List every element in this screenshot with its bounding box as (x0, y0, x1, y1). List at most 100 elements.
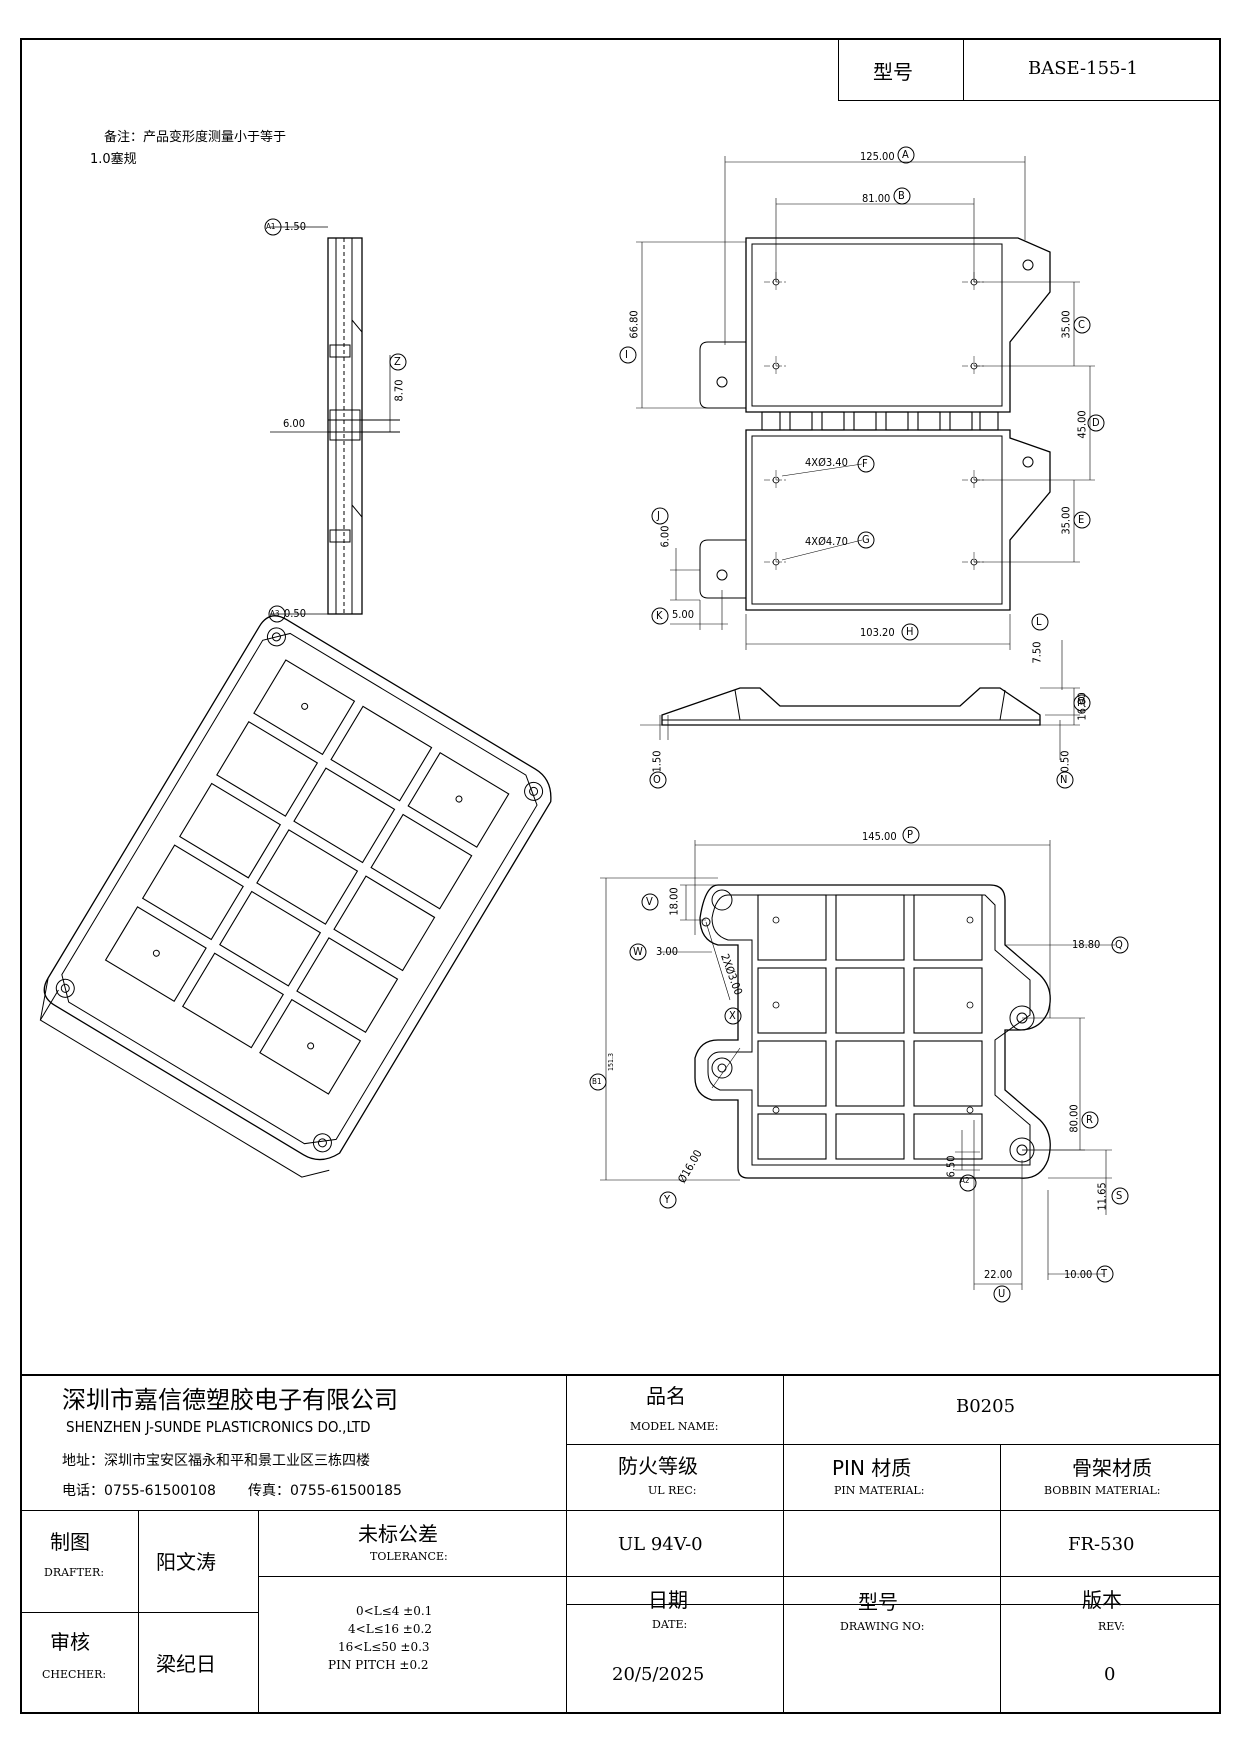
dim-145: 145.00 (862, 830, 897, 843)
model-name-value: B0205 (956, 1396, 1016, 1417)
tb-hline-1 (566, 1444, 1221, 1445)
dim-label-j: J (657, 509, 660, 522)
dim-label-p: P (907, 828, 913, 841)
front-view (640, 613, 1091, 789)
tb-hline-2 (20, 1510, 1221, 1511)
drawing-no-label-cn: 型号 (858, 1590, 898, 1614)
dim-label-s: S (1116, 1189, 1123, 1202)
dim-80: 80.00 (1067, 1104, 1081, 1133)
bottom-view (589, 826, 1129, 1303)
tolerance-label-en: TOLERANCE: (370, 1550, 448, 1563)
dim-label-a1: A1 (266, 222, 276, 231)
tb-vline-main (566, 1374, 567, 1714)
dim-label-n: N (1060, 773, 1068, 786)
tb-vline-3 (1000, 1444, 1001, 1714)
checker-label-en: CHECHER: (42, 1668, 107, 1681)
technical-drawing (39, 146, 1129, 1303)
dim-45: 45.00 (1075, 410, 1089, 439)
dim-7-5: 7.50 (1030, 641, 1044, 664)
dim-hole-340: 4XØ3.40 (805, 456, 848, 469)
dim-label-q: Q (1115, 938, 1123, 951)
dim-label-x: X (729, 1009, 736, 1022)
tb-hline-5 (566, 1604, 1221, 1605)
tb-outer (20, 1374, 1221, 1714)
dim-label-m: M (1077, 696, 1086, 709)
dim-6a: 6.00 (658, 525, 672, 548)
header-model-label: 型号 (873, 60, 913, 84)
dim-label-u: U (998, 1287, 1006, 1300)
note-line-2: 1.0塞规 (90, 152, 137, 167)
dim-label-y: Y (664, 1193, 671, 1206)
ul-value: UL 94V-0 (618, 1534, 703, 1555)
dim-label-w: W (633, 945, 643, 958)
company-fax: 传真：0755-61500185 (248, 1483, 402, 1499)
tb-vline-5 (258, 1510, 259, 1714)
company-address: 地址：深圳市宝安区福永和平和景工业区三栋四楼 (62, 1453, 370, 1469)
dim-0-50: 0.50 (284, 607, 307, 620)
top-view (619, 146, 1105, 650)
dim-18-8: 18.80 (1072, 938, 1101, 951)
tolerance-row-3: 16<L≤50 ±0.3 (338, 1640, 430, 1654)
tb-hline-3 (258, 1576, 1221, 1577)
dim-label-k: K (656, 609, 663, 622)
dim-81: 81.00 (862, 192, 891, 205)
dim-label-f: F (862, 457, 868, 470)
dim-1-50: 1.50 (284, 220, 307, 233)
drawing-no-label-en: DRAWING NO: (840, 1620, 925, 1633)
dim-label-g: G (862, 533, 870, 546)
drafter-label-cn: 制图 (50, 1530, 90, 1554)
dim-label-a2: A2 (960, 1176, 970, 1185)
model-name-label-en: MODEL NAME: (630, 1420, 719, 1433)
drafter-value: 阳文涛 (156, 1550, 216, 1574)
tolerance-row-2: 4<L≤16 ±0.2 (348, 1622, 432, 1636)
dim-35b: 35.00 (1059, 506, 1073, 535)
dim-5: 5.00 (672, 608, 695, 621)
pin-label-cn: PIN 材质 (832, 1456, 912, 1480)
dim-label-b: B (898, 189, 905, 202)
tb-vline-2 (783, 1374, 784, 1714)
dim-label-c: C (1078, 318, 1085, 331)
date-label-en: DATE: (652, 1618, 688, 1631)
dim-3: 3.00 (656, 945, 679, 958)
dim-label-a3: A3 (270, 609, 280, 618)
dim-10: 10.00 (1064, 1268, 1093, 1281)
tolerance-row-1: 0<L≤4 ±0.1 (356, 1604, 433, 1618)
bobbin-label-en: BOBBIN MATERIAL: (1044, 1484, 1161, 1497)
tb-hline-4 (20, 1612, 258, 1613)
company-phone: 电话：0755-61500108 (62, 1483, 216, 1499)
tb-vline-4 (138, 1510, 139, 1714)
dim-label-z: Z (394, 355, 401, 368)
company-name-cn: 深圳市嘉信德塑胶电子有限公司 (62, 1386, 398, 1414)
dim-1-5b: 1.50 (650, 750, 664, 773)
tolerance-row-4: PIN PITCH ±0.2 (328, 1658, 429, 1672)
rev-value: 0 (1104, 1664, 1116, 1685)
isometric-view (39, 615, 552, 1178)
dim-label-t: T (1101, 1267, 1108, 1280)
bobbin-label-cn: 骨架材质 (1072, 1456, 1152, 1480)
dim-6-50: 6.50 (944, 1155, 958, 1178)
bobbin-value: FR-530 (1068, 1534, 1135, 1555)
dim-103: 103.20 (860, 626, 895, 639)
drawing-sheet (20, 38, 1221, 1714)
date-label-cn: 日期 (648, 1588, 688, 1612)
dim-35a: 35.00 (1059, 310, 1073, 339)
dim-label-d: D (1092, 416, 1100, 429)
dim-125: 125.00 (860, 150, 895, 163)
dim-label-h: H (906, 625, 914, 638)
checker-value: 梁纪日 (156, 1652, 216, 1676)
dim-18: 18.00 (667, 887, 681, 916)
model-name-label-cn: 品名 (646, 1384, 686, 1408)
header-model-value: BASE-155-1 (1028, 58, 1139, 79)
dim-0-5b: 0.50 (1058, 750, 1072, 773)
dim-22: 22.00 (984, 1268, 1013, 1281)
dim-6b: 6.00 (283, 417, 306, 430)
dim-label-r: R (1086, 1113, 1093, 1126)
dim-label-l: L (1036, 615, 1042, 628)
checker-label-cn: 审核 (50, 1630, 90, 1654)
header-model-value-cell (963, 38, 1221, 101)
dim-hole-470: 4XØ4.70 (805, 535, 848, 548)
dim-label-i: I (625, 348, 628, 361)
ul-label-en: UL REC: (648, 1484, 697, 1497)
dim-151: 151.3 (607, 1052, 616, 1072)
rev-label-cn: 版本 (1082, 1588, 1122, 1612)
